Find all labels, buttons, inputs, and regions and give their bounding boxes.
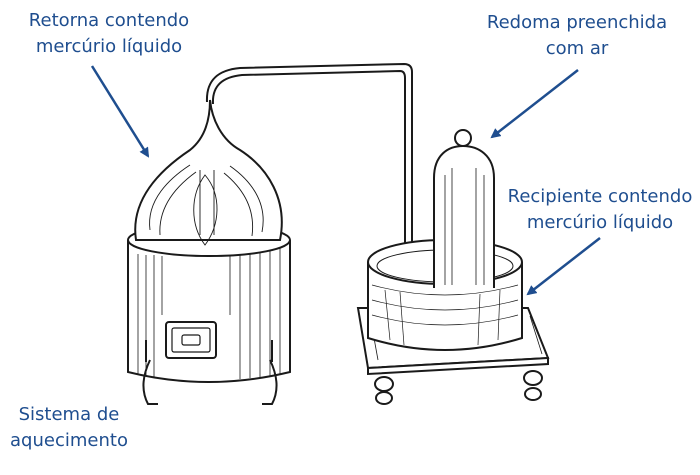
label-basin: Recipiente contendo mercúrio líquido [505,184,695,236]
label-heating-line2: aquecimento [10,430,128,451]
annotation-arrows [90,65,601,296]
label-retort-line1: Retorna contendo [28,10,190,31]
label-bell-jar-line2: com ar [545,38,609,59]
label-bell-jar-line1: Redoma preenchida [486,12,668,33]
label-basin-line2: mercúrio líquido [526,212,674,233]
furnace [127,223,291,405]
arrow-retort [90,65,150,158]
label-retort-line2: mercúrio líquido [35,36,183,57]
label-basin-line1: Recipiente contendo [507,186,693,207]
label-heating: Sistema de aquecimento [4,402,134,454]
retort [134,62,413,300]
label-heating-line1: Sistema de [18,404,120,425]
label-retort: Retorna contendo mercúrio líquido [14,8,204,60]
bell-jar [433,129,495,288]
label-bell-jar: Redoma preenchida com ar [482,10,672,62]
arrow-basin [526,237,601,296]
arrow-bell-jar [490,69,579,139]
